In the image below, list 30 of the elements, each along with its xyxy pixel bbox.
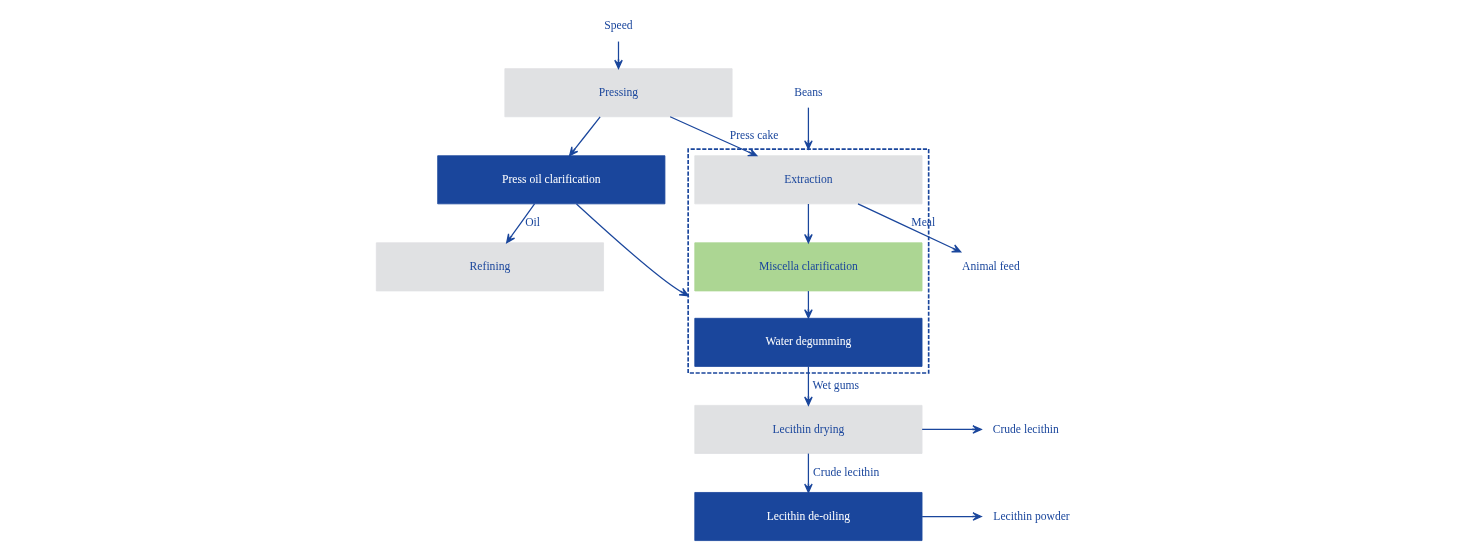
arrow	[857, 203, 962, 253]
node-box: Lecithin de-oiling	[694, 492, 923, 541]
node-box: Miscella clarification	[694, 242, 923, 292]
node-text: Beans	[794, 85, 823, 99]
node-text: Animal feed	[962, 259, 1020, 273]
arrow	[804, 107, 813, 150]
node-box: Water degumming	[694, 317, 923, 367]
arrow	[669, 116, 758, 157]
edge-label: Wet gums	[812, 378, 860, 392]
node-box: Extraction	[694, 155, 923, 205]
node-box: Press oil clarification	[437, 155, 666, 205]
arrow	[804, 365, 813, 406]
arrow	[614, 40, 623, 70]
node-text: Lecithin powder	[993, 509, 1070, 523]
node-box: Lecithin drying	[694, 404, 923, 454]
arrow	[921, 425, 982, 434]
edge-label: Crude lecithin	[813, 466, 880, 480]
edge-label: Press cake	[729, 129, 779, 143]
arrow	[804, 453, 813, 493]
node-box: Pressing	[504, 68, 733, 118]
arrow	[569, 116, 601, 157]
node-box: Refining	[375, 242, 604, 292]
arrow	[804, 203, 813, 244]
node-text: Speed	[604, 19, 633, 33]
arrow	[804, 290, 813, 319]
arrow	[575, 203, 689, 297]
arrow	[506, 203, 536, 244]
edge-label: Oil	[525, 216, 541, 230]
arrow	[921, 512, 982, 521]
node-text: Crude lecithin	[992, 422, 1059, 436]
